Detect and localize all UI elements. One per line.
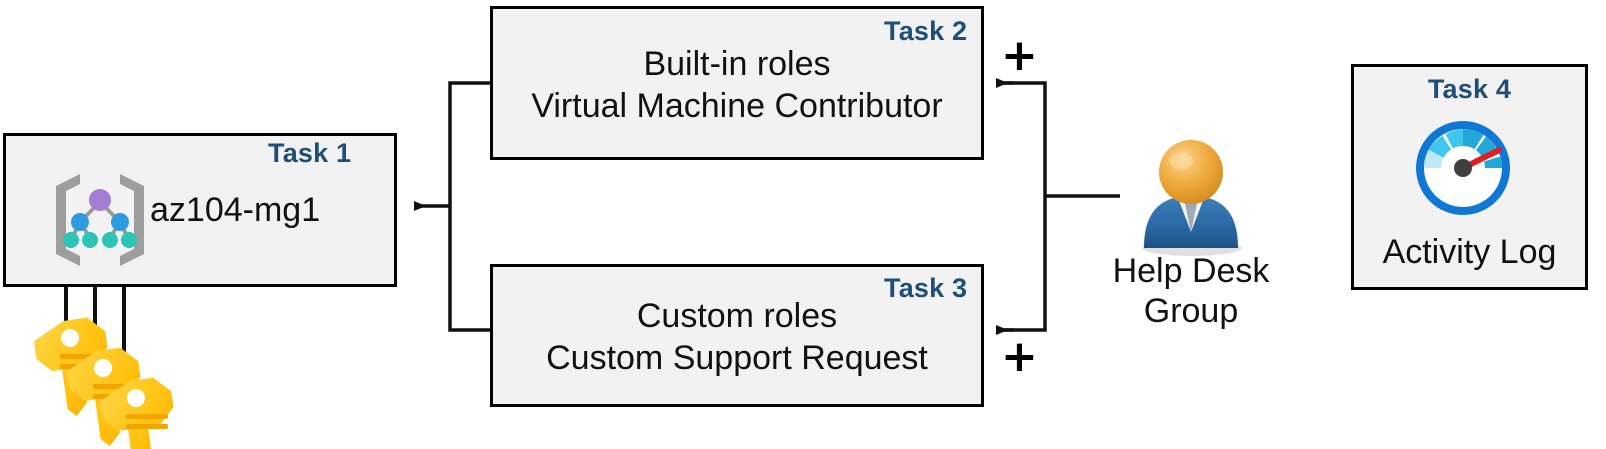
task4-text: Activity Log: [1382, 233, 1557, 271]
connector-persona-to-tasks: [996, 78, 1120, 335]
task1-box[interactable]: [3, 133, 397, 287]
plus-sign-top: +: [1001, 30, 1038, 81]
persona-label-line2: Group: [1143, 292, 1239, 330]
task2-box[interactable]: [490, 6, 984, 160]
plus-sign-bottom: +: [1001, 331, 1038, 382]
task2-label: Task 2: [884, 16, 968, 46]
key-icon: [99, 377, 174, 449]
user-group-icon: [1142, 140, 1242, 256]
management-group-icon: [56, 174, 144, 266]
task3-text-line2: Custom Support Request: [546, 339, 928, 377]
task4-label: Task 4: [1427, 74, 1512, 104]
task1-label: Task 1: [268, 138, 352, 168]
connector-tasks-to-task1: [414, 81, 490, 332]
task3-box[interactable]: [490, 264, 984, 407]
activity-log-gauge-icon: [1416, 121, 1510, 215]
task3-text-line1: Custom roles: [636, 297, 838, 335]
task2-text-line2: Virtual Machine Contributor: [531, 87, 943, 125]
task1-text: az104-mg1: [150, 191, 321, 229]
key-icon-group: [34, 317, 174, 449]
task2-text-line1: Built-in roles: [643, 45, 831, 83]
task3-label: Task 3: [884, 273, 968, 303]
persona-label-line1: Help Desk: [1112, 252, 1270, 290]
